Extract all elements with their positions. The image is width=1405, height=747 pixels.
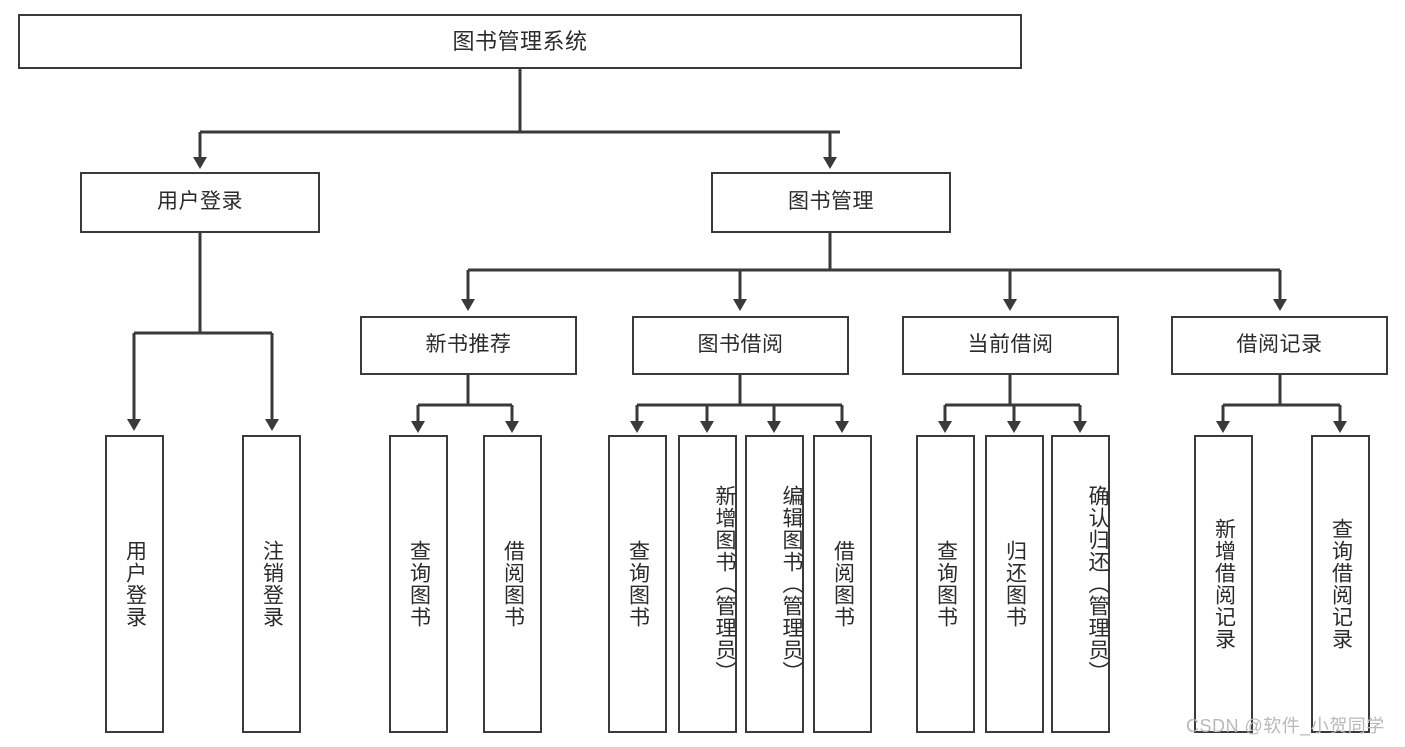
node-label: 查询借阅记录 xyxy=(1329,518,1353,650)
leaf-query-book-borrow[interactable]: 查询图书 xyxy=(608,435,667,733)
node-book-borrow[interactable]: 图书借阅 xyxy=(632,316,849,375)
node-label: 查询图书 xyxy=(407,540,431,628)
node-label: 借阅记录 xyxy=(1236,333,1323,357)
leaf-query-borrow-record[interactable]: 查询借阅记录 xyxy=(1311,435,1370,733)
leaf-add-borrow-record[interactable]: 新增借阅记录 xyxy=(1194,435,1253,733)
node-label: 注销登录 xyxy=(260,540,284,628)
leaf-return-book[interactable]: 归还图书 xyxy=(985,435,1044,733)
leaf-edit-book[interactable]: 编辑图书（管理员） xyxy=(745,435,804,733)
leaf-add-book[interactable]: 新增图书（管理员） xyxy=(678,435,737,733)
node-label: 用户登录 xyxy=(157,190,243,214)
leaf-borrow-book-recommend[interactable]: 借阅图书 xyxy=(483,435,542,733)
node-label: 借阅图书 xyxy=(501,540,525,628)
node-borrow-record[interactable]: 借阅记录 xyxy=(1171,316,1388,375)
node-label: 确认归还（管理员） xyxy=(1086,485,1109,683)
node-label: 当前借阅 xyxy=(967,333,1054,357)
node-book-management[interactable]: 图书管理 xyxy=(711,172,951,233)
node-label: 归还图书 xyxy=(1003,540,1027,628)
node-label: 用户登录 xyxy=(123,540,147,628)
leaf-borrow-book[interactable]: 借阅图书 xyxy=(813,435,872,733)
leaf-query-book-recommend[interactable]: 查询图书 xyxy=(389,435,448,733)
node-user-login[interactable]: 用户登录 xyxy=(80,172,320,233)
watermark-text: CSDN @软件_小贺同学 xyxy=(1186,716,1385,736)
node-label: 查询图书 xyxy=(626,540,650,628)
node-label: 图书管理系统 xyxy=(452,28,588,54)
node-root-system[interactable]: 图书管理系统 xyxy=(18,14,1022,69)
node-label: 新增图书（管理员） xyxy=(713,485,736,683)
leaf-confirm-return[interactable]: 确认归还（管理员） xyxy=(1051,435,1110,733)
node-current-borrow[interactable]: 当前借阅 xyxy=(902,316,1119,375)
node-label: 图书借阅 xyxy=(697,333,784,357)
leaf-user-login[interactable]: 用户登录 xyxy=(105,435,164,733)
node-label: 新书推荐 xyxy=(425,333,512,357)
node-label: 查询图书 xyxy=(934,540,958,628)
node-label: 新增借阅记录 xyxy=(1212,518,1236,650)
node-label: 借阅图书 xyxy=(831,540,855,628)
leaf-query-book-current[interactable]: 查询图书 xyxy=(916,435,975,733)
node-label: 编辑图书（管理员） xyxy=(780,485,803,683)
leaf-logout-login[interactable]: 注销登录 xyxy=(242,435,301,733)
node-label: 图书管理 xyxy=(788,190,874,214)
node-new-book-recommend[interactable]: 新书推荐 xyxy=(360,316,577,375)
